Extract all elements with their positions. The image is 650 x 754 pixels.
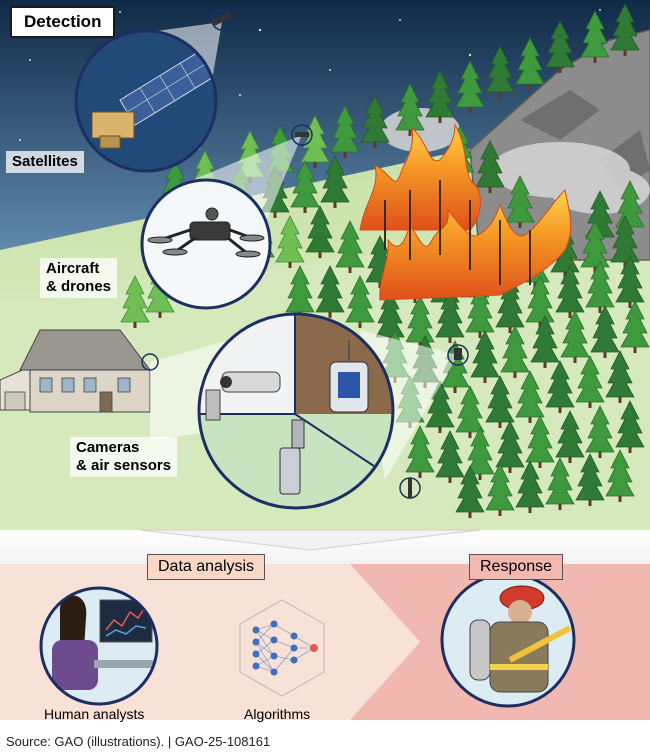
detection-title: Detection	[10, 6, 116, 38]
air-sensor-icon	[329, 340, 369, 413]
satellite-icon	[91, 44, 216, 149]
cameras-sensors-label: Cameras & air sensors	[70, 437, 178, 477]
cameras-sensors-inset	[197, 312, 395, 510]
security-camera-icon	[205, 371, 281, 421]
satellite-inset	[74, 29, 218, 173]
flow-chevron	[139, 529, 481, 551]
house	[0, 329, 151, 413]
human-analyst-inset	[39, 586, 159, 706]
wildfire	[359, 123, 572, 301]
algorithms-label: Algorithms	[244, 706, 311, 722]
drone-marker-icon	[291, 124, 313, 146]
source-note: Source: GAO (illustrations). | GAO-25-10…	[6, 734, 271, 749]
neural-network-icon	[239, 599, 325, 697]
sensor-marker-icon	[447, 344, 469, 366]
aircraft-drones-label: Aircraft & drones	[40, 258, 118, 298]
human-analyst-icon	[52, 595, 154, 690]
data-analysis-label: Data analysis	[147, 554, 266, 580]
drone-inset	[140, 178, 272, 310]
satellites-label: Satellites	[6, 151, 84, 173]
drone-icon	[147, 207, 265, 258]
satellite-marker-icon	[211, 9, 233, 31]
sensor-station-icon	[279, 419, 305, 495]
response-label: Response	[469, 554, 564, 580]
camera-marker-icon	[141, 353, 159, 371]
human-analysts-label: Human analysts	[44, 706, 145, 722]
